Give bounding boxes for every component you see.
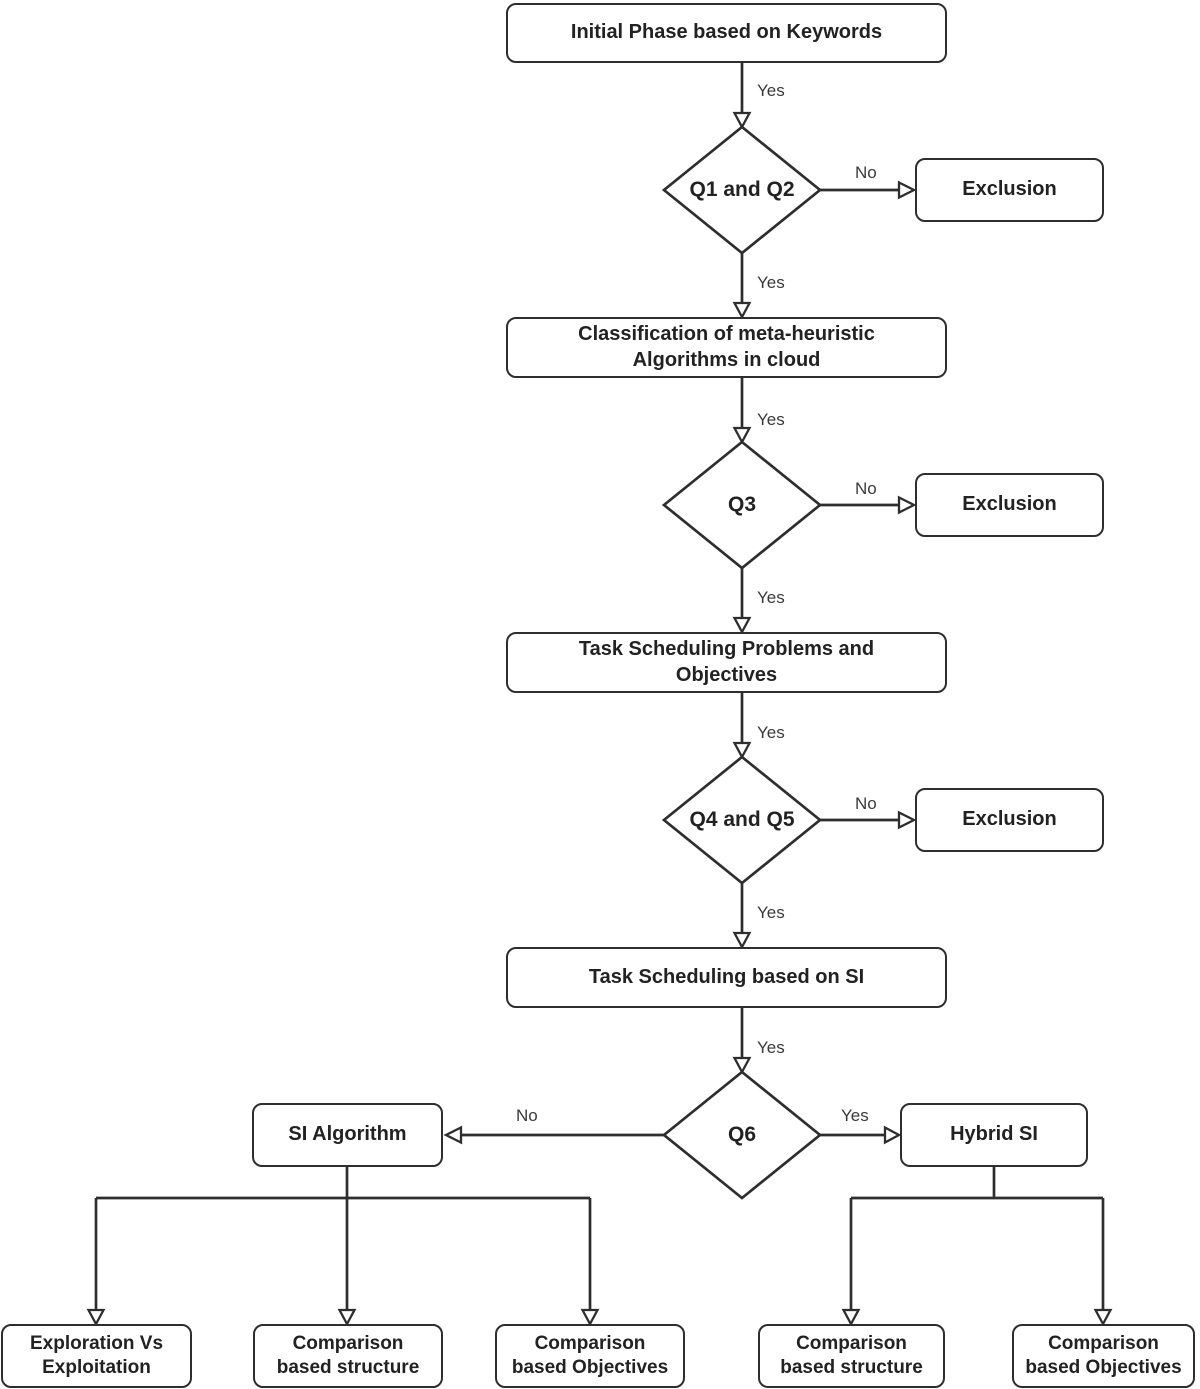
decision-q1q2-shape — [661, 125, 823, 255]
edge-q4q5-to-exclusion — [820, 810, 917, 830]
edge-label-q6-yes: Yes — [841, 1106, 869, 1125]
node-exclusion-3: Exclusion — [915, 788, 1104, 852]
edge-q4q5-to-task-si — [732, 883, 752, 950]
edge-label-q4q5-no: No — [855, 794, 877, 813]
arrowhead-down-icon — [732, 931, 752, 950]
decision-q1q2-label: Q1 and Q2 — [689, 178, 795, 201]
node-hybrid-si: Hybrid SI — [900, 1103, 1088, 1167]
node-exploration-vs-exploitation: Exploration Vs Exploitation — [1, 1324, 192, 1388]
arrowhead-down-icon — [732, 426, 752, 445]
edge-label-initial-yes: Yes — [757, 81, 785, 100]
decision-q4q5-shape — [661, 755, 823, 885]
decision-q3-shape — [661, 440, 823, 570]
decision-q6-shape — [661, 1070, 823, 1200]
arrowhead-right-icon — [897, 180, 917, 200]
edge-label-q4q5-yes: Yes — [757, 903, 785, 922]
edge-task-problems-to-q4q5 — [732, 693, 752, 760]
arrowhead-down-icon — [1093, 1308, 1113, 1327]
tree-hybrid-si-branches — [841, 1167, 1113, 1327]
decision-q4q5-label: Q4 and Q5 — [689, 808, 795, 831]
arrowhead-right-icon — [897, 810, 917, 830]
arrowhead-left-icon — [443, 1125, 463, 1145]
decision-q3-label: Q3 — [727, 493, 757, 516]
edge-label-q1q2-no: No — [855, 163, 877, 182]
edge-label-task-problems-yes: Yes — [757, 723, 785, 742]
arrowhead-down-icon — [732, 111, 752, 130]
node-comparison-objectives-si: Comparison based Objectives — [495, 1324, 685, 1388]
edge-q1q2-to-exclusion — [820, 180, 917, 200]
edge-task-si-to-q6 — [732, 1008, 752, 1075]
node-exclusion-2: Exclusion — [915, 473, 1104, 537]
arrowhead-down-icon — [86, 1308, 106, 1327]
arrowhead-down-icon — [337, 1308, 357, 1327]
node-si-algorithm: SI Algorithm — [252, 1103, 443, 1167]
edge-label-q3-no: No — [855, 479, 877, 498]
arrowhead-right-icon — [897, 495, 917, 515]
edge-label-classification-yes: Yes — [757, 410, 785, 429]
edge-q1q2-to-classification — [732, 253, 752, 320]
node-comparison-structure-si: Comparison based structure — [253, 1324, 443, 1388]
arrowhead-down-icon — [732, 741, 752, 760]
node-comparison-objectives-hybrid: Comparison based Objectives — [1012, 1324, 1195, 1388]
edge-label-q1q2-yes: Yes — [757, 273, 785, 292]
edge-label-task-si-yes: Yes — [757, 1038, 785, 1057]
node-exclusion-1: Exclusion — [915, 158, 1104, 222]
edge-initial-to-q1q2 — [732, 63, 752, 130]
node-classification: Classification of meta-heuristic Algorit… — [506, 317, 947, 378]
edge-label-q3-yes: Yes — [757, 588, 785, 607]
node-initial-phase: Initial Phase based on Keywords — [506, 3, 947, 63]
arrowhead-down-icon — [732, 1056, 752, 1075]
node-task-scheduling-si: Task Scheduling based on SI — [506, 947, 947, 1008]
edge-q6-to-si-algorithm — [443, 1125, 664, 1145]
node-task-scheduling-problems: Task Scheduling Problems and Objectives — [506, 632, 947, 693]
edge-q6-to-hybrid-si — [820, 1125, 902, 1145]
node-comparison-structure-hybrid: Comparison based structure — [758, 1324, 945, 1388]
arrowhead-down-icon — [841, 1308, 861, 1327]
decision-q6-label: Q6 — [727, 1123, 757, 1146]
edge-classification-to-q3 — [732, 378, 752, 445]
tree-si-algorithm-branches — [86, 1167, 600, 1327]
edge-q3-to-exclusion — [820, 495, 917, 515]
arrowhead-right-icon — [883, 1125, 902, 1145]
arrowhead-down-icon — [732, 301, 752, 320]
edge-label-q6-no: No — [516, 1106, 538, 1125]
edge-q3-to-task-problems — [732, 568, 752, 635]
arrowhead-down-icon — [580, 1308, 600, 1327]
arrowhead-down-icon — [732, 616, 752, 635]
